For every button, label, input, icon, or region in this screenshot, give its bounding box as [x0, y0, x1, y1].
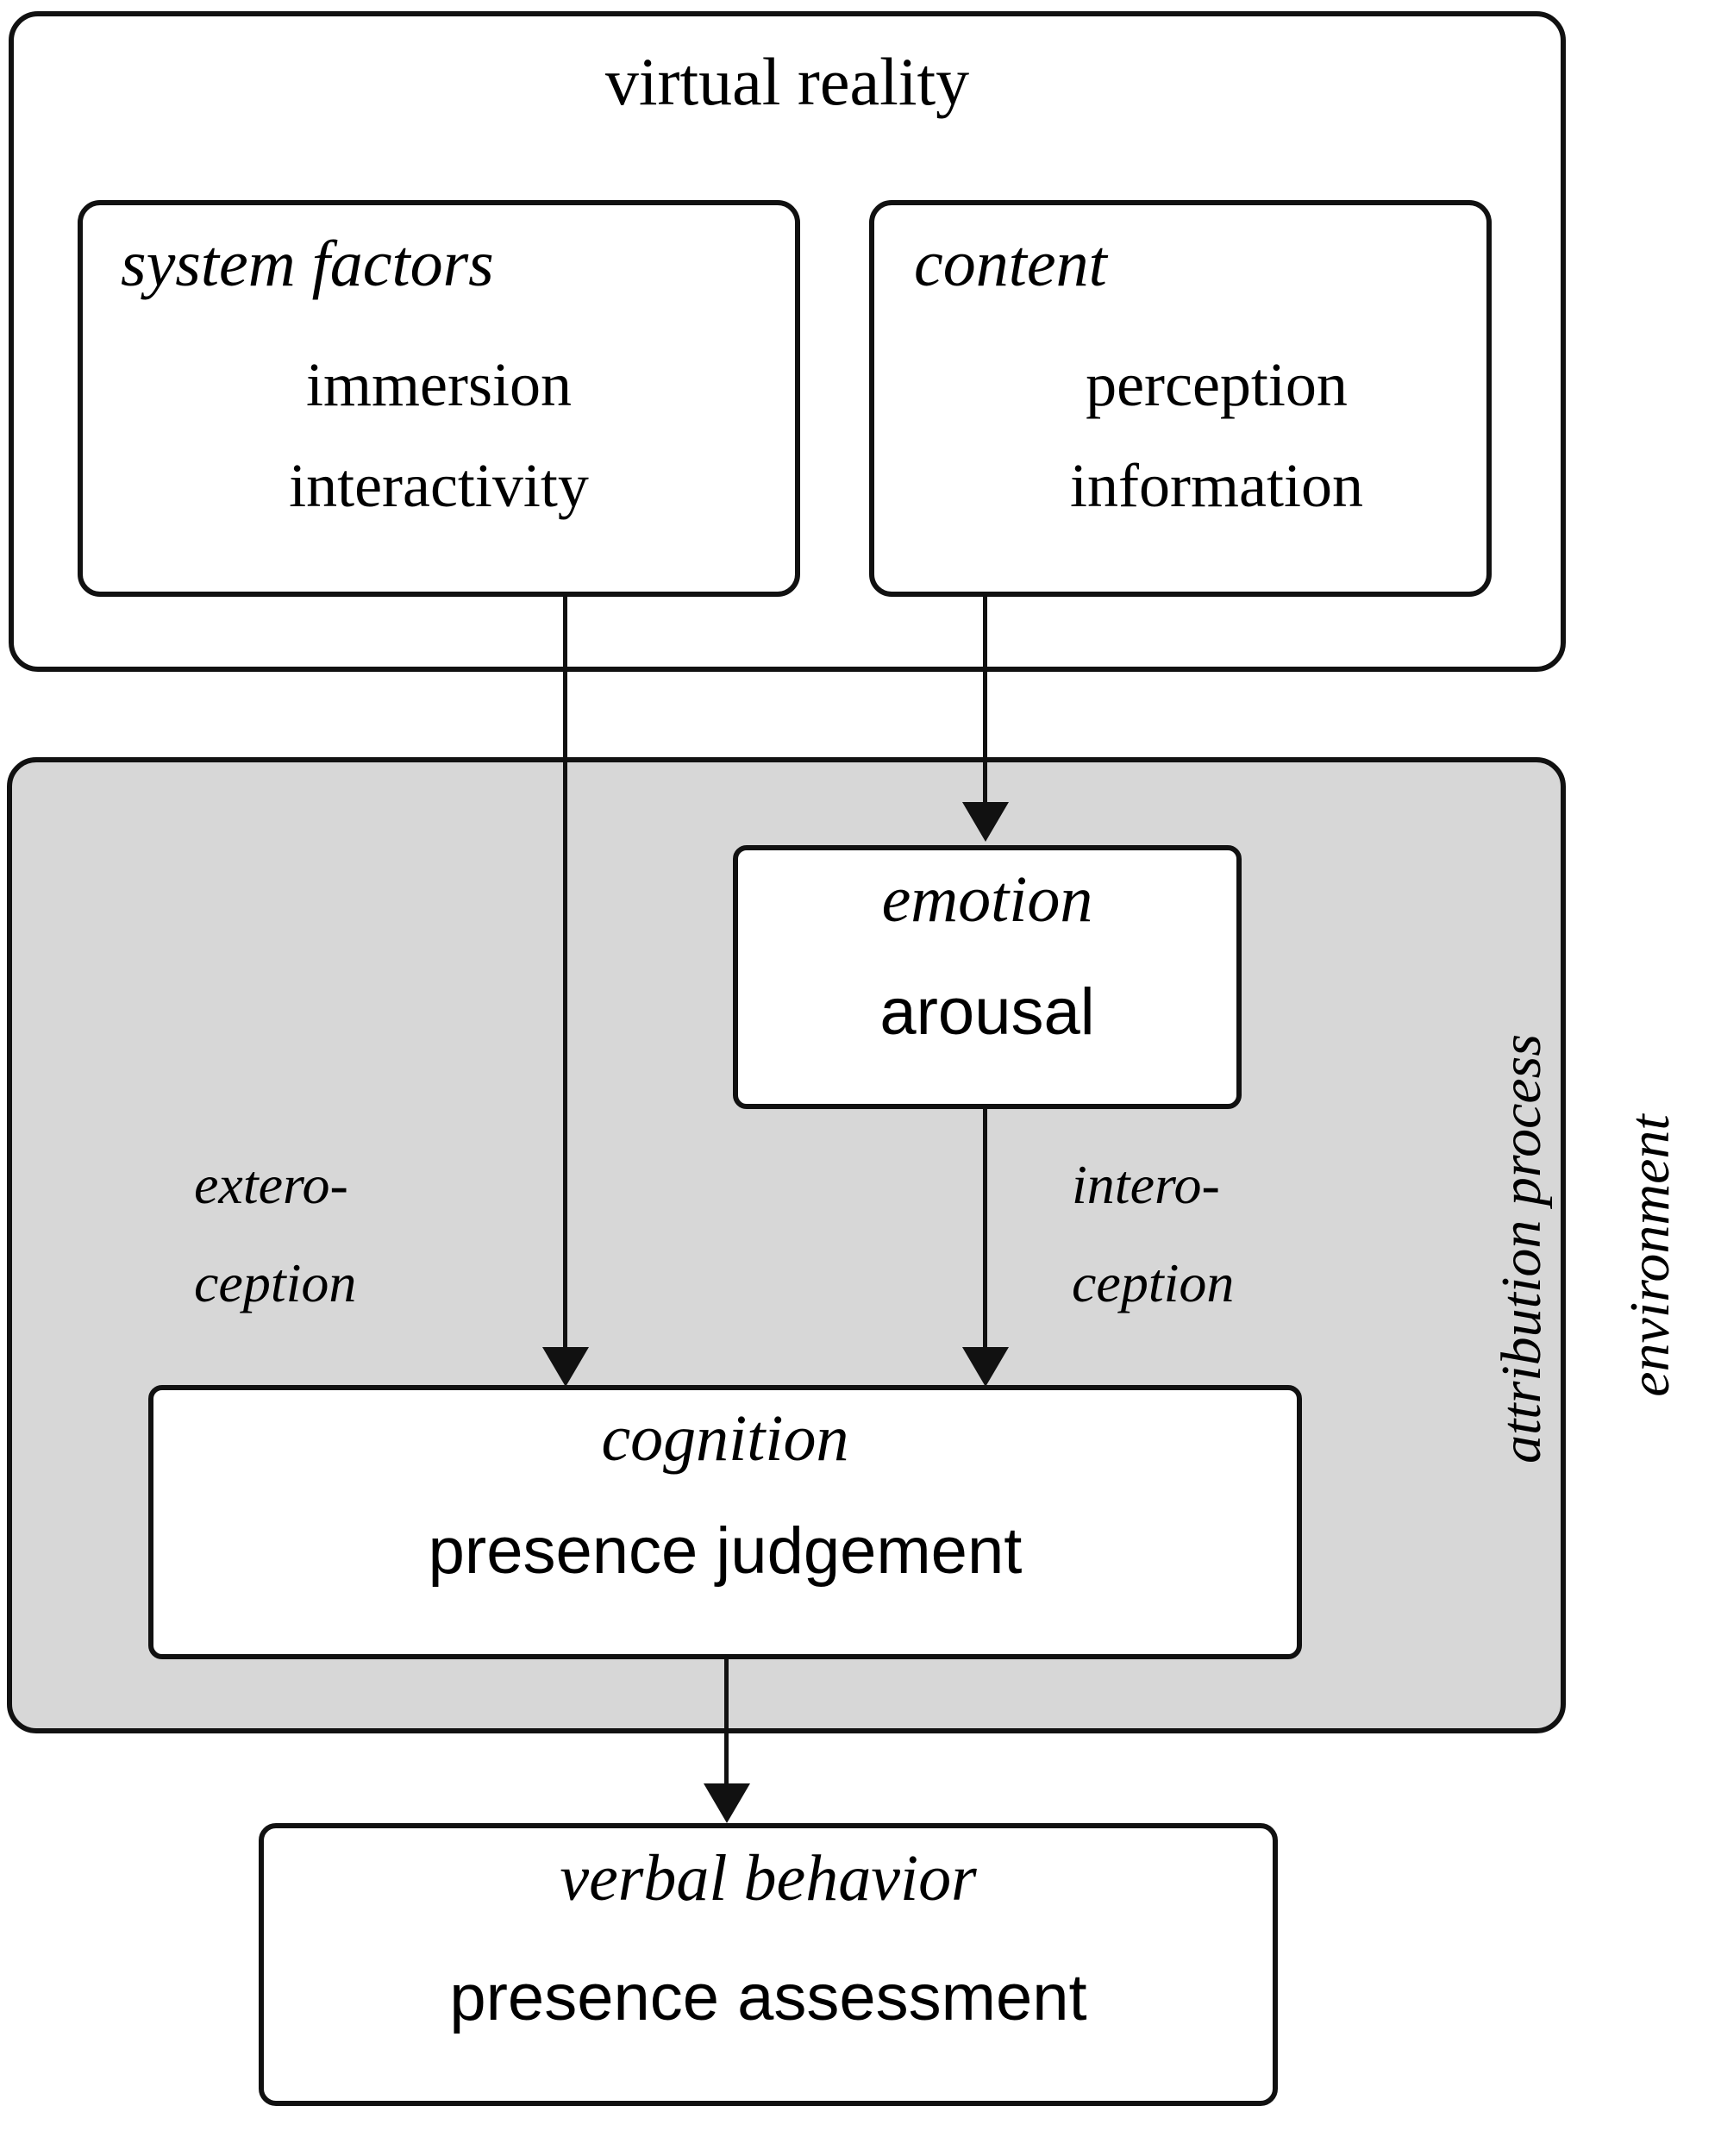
verbal-behavior-line-1: presence assessment: [449, 1961, 1087, 2034]
content-heading: content: [914, 228, 1107, 300]
arrowhead-emotion-to-cognition: [962, 1347, 1009, 1387]
arrowhead-vr-to-cognition: [542, 1347, 589, 1387]
verbal-behavior-heading: verbal behavior: [560, 1842, 977, 1915]
interoception-label-line-1: intero-: [1072, 1154, 1220, 1215]
content-line-2: information: [1070, 451, 1363, 520]
cognition-heading: cognition: [601, 1402, 849, 1475]
node-cognition: [148, 1385, 1302, 1659]
system-factors-line-2: interactivity: [289, 451, 589, 520]
connector-cognition-to-verbal-behavior: [724, 1659, 729, 1797]
node-system-factors: [78, 200, 800, 597]
node-content: [869, 200, 1492, 597]
emotion-heading: emotion: [881, 863, 1093, 936]
system-factors-line-1: immersion: [306, 350, 572, 419]
node-verbal-behavior: [259, 1823, 1278, 2106]
arrowhead-cognition-to-verbal-behavior: [704, 1783, 750, 1823]
system-factors-heading: system factors: [121, 228, 494, 300]
exteroception-label-line-1: extero-: [194, 1154, 348, 1215]
cognition-line-1: presence judgement: [428, 1514, 1023, 1588]
page-title: virtual reality: [604, 44, 970, 119]
connector-vr-to-cognition: [563, 595, 567, 1363]
content-line-1: perception: [1086, 350, 1348, 419]
arrowhead-content-to-emotion: [962, 802, 1009, 842]
emotion-line-1: arousal: [879, 975, 1095, 1049]
node-emotion: [733, 845, 1242, 1109]
connector-content-to-emotion: [983, 595, 987, 811]
exteroception-label-line-2: ception: [194, 1252, 357, 1313]
interoception-label-line-2: ception: [1072, 1252, 1235, 1313]
environment-label: environment: [1618, 1114, 1681, 1397]
attribution-process-label: attribution process: [1490, 1033, 1553, 1464]
connector-emotion-to-cognition: [983, 1109, 987, 1361]
